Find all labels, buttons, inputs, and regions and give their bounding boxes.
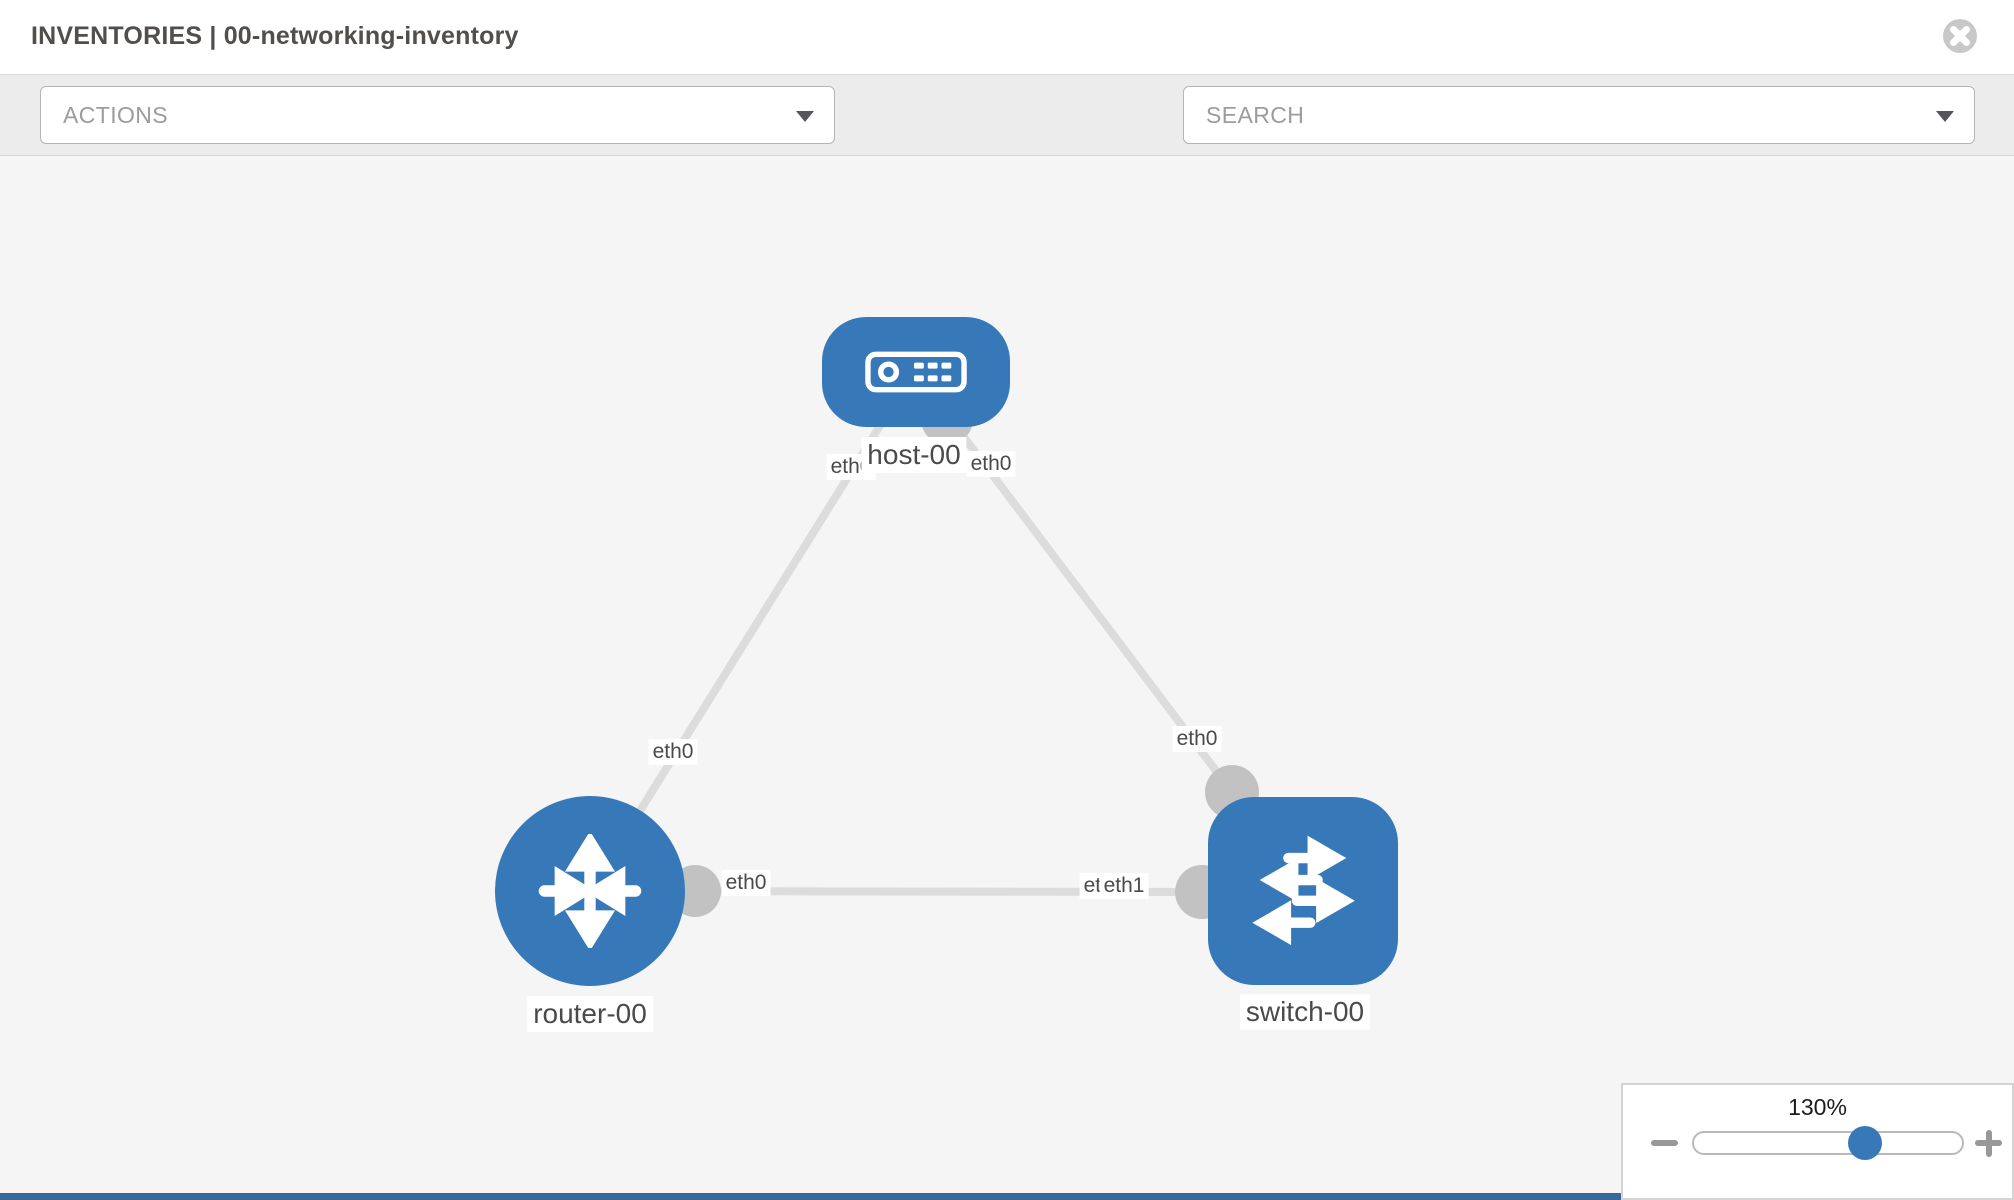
node-label-switch-00: switch-00 (1239, 994, 1371, 1030)
node-switch-00[interactable] (1208, 797, 1398, 985)
node-label-router-00: router-00 (527, 996, 653, 1032)
close-icon (1943, 19, 1977, 53)
node-host-00[interactable] (822, 317, 1010, 427)
actions-dropdown-label: ACTIONS (63, 101, 169, 128)
node-router-00[interactable] (495, 796, 685, 986)
router-icon (538, 834, 642, 948)
topology-canvas[interactable]: eth0 eth0 eth0 eth0 eth0 eth1 eth0 host-… (0, 156, 2014, 1200)
switch-icon (1252, 835, 1355, 946)
page-title: INVENTORIES | 00-networking-inventory (31, 22, 519, 50)
chevron-down-icon (796, 111, 814, 122)
interface-label: eth0 (1172, 726, 1222, 752)
bottom-bar (0, 1193, 1621, 1200)
search-dropdown[interactable]: SEARCH (1183, 86, 1975, 144)
zoom-value: 130% (1788, 1094, 1847, 1120)
link-host-switch (910, 368, 1236, 795)
search-dropdown-label: SEARCH (1206, 101, 1305, 128)
chevron-down-icon (1936, 111, 1954, 122)
zoom-slider-handle[interactable] (1848, 1126, 1882, 1160)
zoom-slider[interactable] (1692, 1131, 1964, 1155)
zoom-in-button-bar (1985, 1129, 1992, 1157)
interface-label: eth0 (648, 739, 698, 765)
toolbar: ACTIONS SEARCH (0, 74, 2014, 209)
interface-label: eth1 (1099, 873, 1149, 899)
close-button[interactable] (1942, 18, 1978, 54)
host-icon (865, 351, 967, 393)
actions-dropdown[interactable]: ACTIONS (40, 86, 835, 144)
zoom-panel: 130% (1621, 1083, 2014, 1200)
interface-label: eth0 (721, 870, 771, 896)
links-layer (586, 368, 1259, 919)
zoom-out-button[interactable] (1651, 1140, 1678, 1146)
inventory-header: INVENTORIES | 00-networking-inventory (0, 0, 2014, 74)
node-label-host-00: host-00 (861, 437, 967, 473)
interface-label: eth0 (966, 451, 1016, 477)
